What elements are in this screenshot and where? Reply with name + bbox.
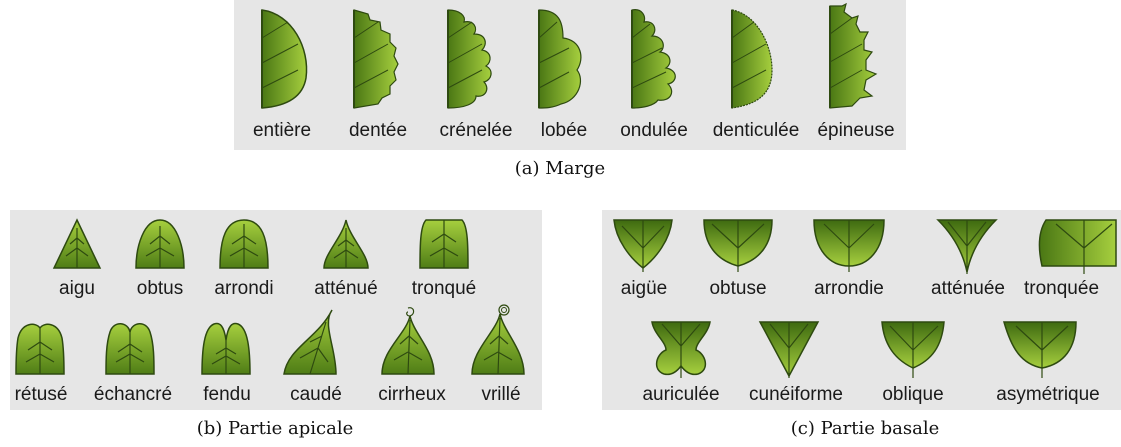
label-base-auriculee: auriculée	[626, 384, 736, 406]
label-base-cuneiforme: cunéiforme	[736, 384, 856, 406]
leaf-apex-cirrheux	[380, 306, 436, 376]
label-margin-epineuse: épineuse	[806, 120, 906, 142]
label-margin-lobee: lobée	[526, 120, 602, 142]
label-base-oblique: oblique	[866, 384, 960, 406]
leaf-margin-crenelee	[442, 8, 502, 110]
leaf-margin-entiere	[258, 8, 318, 110]
label-apex-fendu: fendu	[190, 384, 264, 406]
label-apex-caude: caudé	[278, 384, 354, 406]
leaf-margin-epineuse	[826, 4, 882, 110]
leaf-base-aigue	[612, 218, 674, 272]
leaf-margin-denticulee	[726, 8, 786, 110]
leaf-apex-vrille	[470, 302, 526, 376]
label-base-obtuse: obtuse	[696, 278, 780, 300]
leaf-apex-obtus	[134, 218, 186, 270]
leaf-base-oblique	[880, 320, 946, 378]
leaf-base-tronquee	[1036, 218, 1118, 274]
leaf-apex-tronque	[418, 218, 470, 270]
label-apex-attenue: atténué	[300, 278, 392, 300]
leaf-margin-lobee	[533, 8, 593, 110]
label-base-tronquee: tronquée	[1024, 278, 1121, 300]
leaf-margin-ondulee	[626, 8, 688, 110]
leaf-apex-fendu	[200, 320, 252, 376]
label-margin-entiere: entière	[234, 120, 330, 142]
label-base-aigue: aigüe	[606, 278, 682, 300]
label-margin-dentee: dentée	[330, 120, 426, 142]
label-apex-echancre: échancré	[80, 384, 186, 406]
leaf-apex-retuse	[14, 320, 66, 376]
label-margin-denticulee: denticulée	[704, 120, 808, 142]
caption-basale: (c) Partie basale	[760, 418, 970, 439]
label-apex-cirrheux: cirrheux	[364, 384, 460, 406]
leaf-base-obtuse	[702, 218, 774, 272]
label-apex-aigu: aigu	[40, 278, 114, 300]
leaf-base-arrondie	[812, 218, 886, 272]
leaf-apex-arrondi	[218, 218, 270, 270]
leaf-base-asymetrique	[1002, 320, 1078, 378]
leaf-margin-dentee	[348, 8, 408, 110]
leaf-apex-aigu	[52, 218, 102, 270]
label-apex-obtus: obtus	[122, 278, 198, 300]
caption-apicale: (b) Partie apicale	[170, 418, 380, 439]
leaf-apex-caude	[282, 308, 338, 376]
caption-marge: (a) Marge	[460, 158, 660, 179]
label-apex-vrille: vrillé	[466, 384, 536, 406]
label-base-attenuee: atténuée	[916, 278, 1020, 300]
leaf-apex-echancre	[104, 320, 156, 376]
label-apex-arrondi: arrondi	[200, 278, 288, 300]
leaf-base-cuneiforme	[758, 320, 820, 378]
label-margin-crenelee: crénelée	[426, 120, 526, 142]
leaf-base-attenuee	[936, 218, 998, 274]
label-apex-retuse: rétusé	[10, 384, 72, 406]
label-apex-tronque: tronqué	[398, 278, 490, 300]
leaf-base-auriculee	[650, 320, 712, 378]
label-margin-ondulee: ondulée	[604, 120, 704, 142]
label-base-asymetrique: asymétrique	[980, 384, 1116, 406]
leaf-apex-attenue	[322, 218, 370, 270]
label-base-arrondie: arrondie	[800, 278, 898, 300]
